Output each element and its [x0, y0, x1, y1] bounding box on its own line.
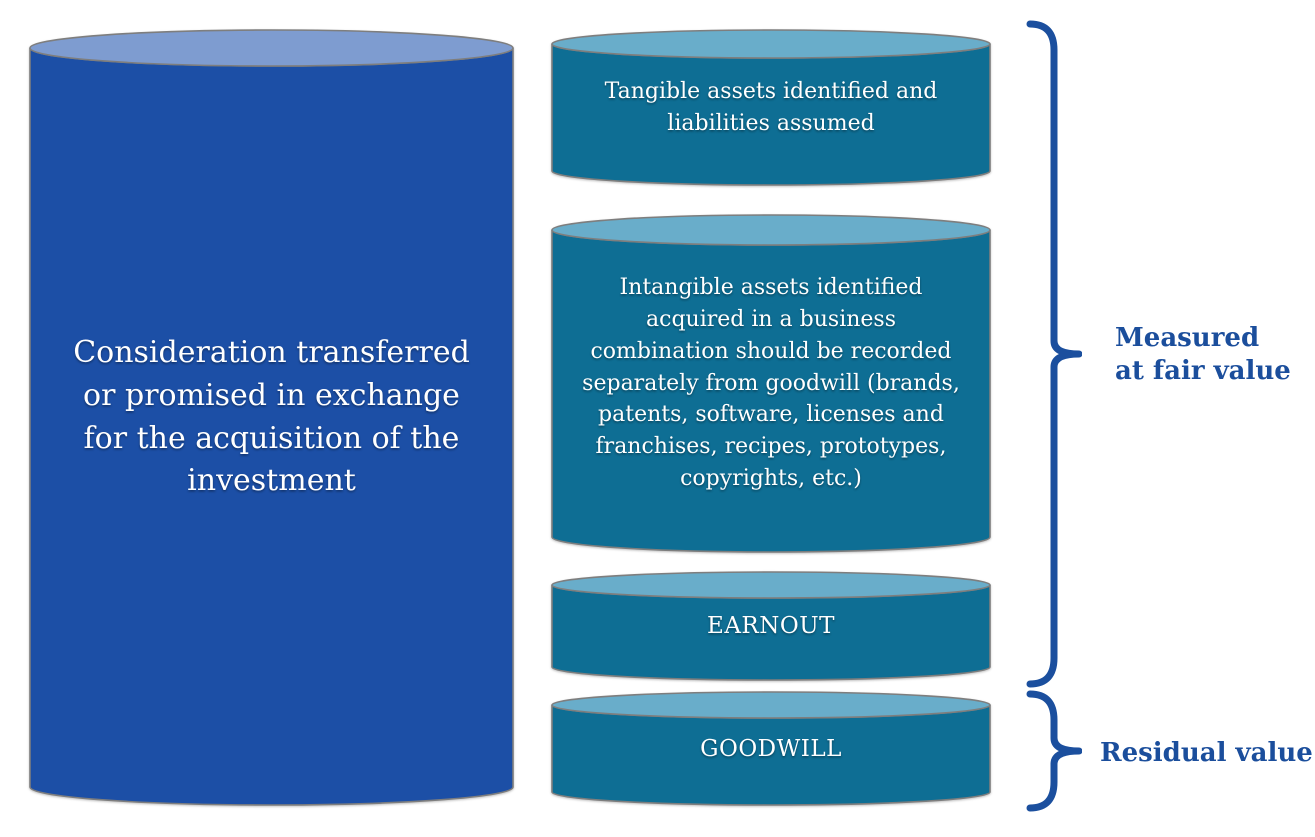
- consideration-cylinder-text: Consideration transferred or promised in…: [73, 335, 470, 499]
- fair-value-label: Measured at fair value: [1115, 323, 1291, 387]
- fair-value-brace: [1026, 20, 1083, 688]
- intangible-assets-text: Intangible assets identified acquired in…: [582, 274, 960, 492]
- residual-value-label: Residual value: [1100, 738, 1313, 768]
- goodwill-cylinder: GOODWILL: [551, 691, 991, 806]
- earnout-cylinder: EARNOUT: [551, 571, 991, 681]
- consideration-cylinder: Consideration transferred or promised in…: [29, 29, 514, 806]
- tangible-assets-cylinder: Tangible assets identified and liabiliti…: [551, 29, 991, 186]
- earnout-text: EARNOUT: [707, 613, 835, 639]
- goodwill-text: GOODWILL: [700, 735, 842, 762]
- intangible-assets-cylinder: Intangible assets identified acquired in…: [551, 214, 991, 553]
- residual-value-brace: [1026, 690, 1083, 812]
- tangible-assets-text: Tangible assets identified and liabiliti…: [604, 78, 938, 136]
